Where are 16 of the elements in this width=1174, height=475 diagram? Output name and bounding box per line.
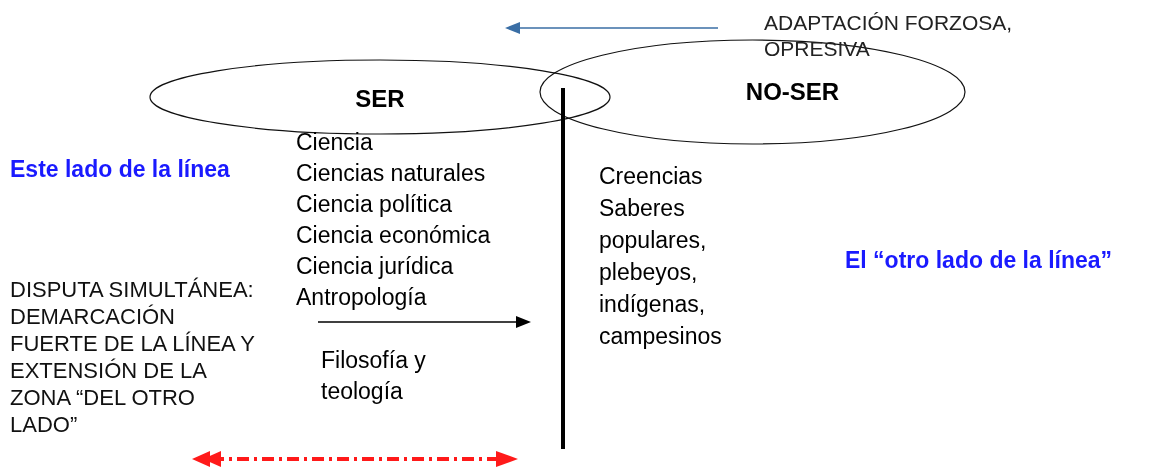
text-label: Ciencia <box>296 128 374 157</box>
text-label: El “otro lado de la línea” <box>845 246 1114 275</box>
node-label: NO-SER <box>745 77 840 107</box>
node-label: SER <box>355 84 405 114</box>
text-label: Antropología <box>296 283 428 312</box>
text-label: Ciencia económica <box>296 221 492 250</box>
text-label: DISPUTA SIMULTÁNEA: DEMARCACIÓN FUERTE DE LA LÍNEA Y EXTENSIÓN DE LA ZONA “DEL OTRO LADO” <box>10 276 256 438</box>
ellipse-shape <box>539 39 966 145</box>
text-label: Ciencias naturales <box>296 159 487 188</box>
text-label: Filosofía y teología <box>321 346 427 406</box>
annotation-text: ADAPTACIÓN FORZOSA, OPRESIVA <box>764 11 1013 60</box>
text-label: Ciencia jurídica <box>296 252 455 281</box>
text-label: Saberes populares, plebeyos, indígenas, campesinos <box>599 194 723 351</box>
text-label: Este lado de la línea <box>10 155 231 184</box>
text-label: Ciencia política <box>296 190 453 219</box>
text-label: Creencias <box>599 162 704 191</box>
